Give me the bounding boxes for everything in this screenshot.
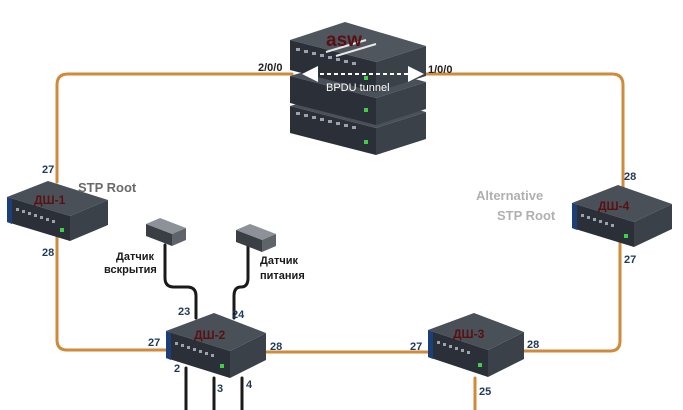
asw-unit-3-side	[376, 112, 426, 155]
sensor-device-icon	[146, 218, 186, 234]
dsh2-name: ДШ-2	[194, 328, 226, 342]
dsh2-port-left: 27	[148, 337, 160, 349]
dsh1-port-up: 27	[42, 164, 54, 176]
dsh4-port-up: 28	[624, 171, 636, 183]
dsh1-side	[70, 200, 108, 241]
dsh3-port-left: 27	[410, 341, 422, 353]
switch-dsh4[interactable]: ДШ-4	[572, 185, 672, 247]
asw-port-right: 1/0/0	[428, 64, 452, 76]
dsh2-port-3: 3	[217, 383, 223, 395]
link-dsh3-dsh4	[518, 240, 622, 353]
sensor-power-line2: питания	[260, 270, 305, 282]
dsh2-port-right: 28	[270, 341, 282, 353]
dsh4-port-dots	[581, 214, 614, 227]
dsh2-front	[166, 331, 230, 378]
sensor-power-front	[236, 230, 262, 252]
dsh2-edge	[166, 331, 171, 360]
dsh2-port-4: 4	[246, 379, 253, 391]
dsh1-name: ДШ-1	[34, 193, 66, 207]
dsh1-port-down: 28	[42, 247, 54, 259]
asw-unit-3-front	[290, 106, 376, 155]
dsh4-top	[572, 185, 672, 222]
sensor-open-side	[172, 228, 186, 246]
dsh1-led	[60, 228, 64, 232]
dsh3-led	[478, 363, 482, 367]
dsh4-port-down: 27	[624, 254, 636, 266]
dsh4-side	[634, 204, 672, 247]
link-dsh1-dsh2	[55, 230, 170, 352]
asw-unit-2-side	[376, 82, 426, 125]
sensor-open-line1: Датчик	[116, 251, 154, 263]
dsh4-role-line1: Alternative	[476, 188, 543, 203]
cable-sensor-open	[163, 243, 198, 320]
sensor-cables	[163, 243, 250, 410]
dsh4-led	[624, 234, 628, 238]
dsh4-edge	[572, 203, 577, 230]
dsh3-port-down: 25	[479, 386, 491, 398]
sensor-open-line2: вскрытия	[104, 264, 157, 276]
sensor-power-device[interactable]	[236, 224, 276, 252]
asw-unit-2-front	[290, 76, 376, 125]
dsh3-top	[428, 313, 524, 350]
dsh1-role: STP Root	[78, 180, 137, 195]
dsh3-front	[428, 330, 488, 377]
asw-label: asw	[326, 30, 362, 51]
dsh2-side	[230, 333, 266, 378]
sensor-open-front	[146, 224, 172, 246]
dsh3-edge	[428, 330, 433, 359]
asw-port-left: 2/0/0	[258, 62, 282, 74]
dsh3-port-dots	[437, 341, 470, 354]
asw-port-dots	[296, 48, 356, 129]
dsh1-port-dots	[16, 208, 55, 223]
dsh1-front	[7, 197, 70, 241]
bpdu-tunnel-label: BPDU tunnel	[326, 82, 390, 94]
sensor-open-device[interactable]	[146, 218, 186, 246]
dsh2-led	[220, 364, 224, 368]
switch-asw[interactable]: asw BPDU tunnel	[290, 22, 426, 155]
sensor-power-line1: Датчик	[260, 255, 298, 267]
dsh2-port-dots	[175, 342, 214, 357]
dsh2-port-24: 24	[232, 309, 245, 321]
asw-switching-arrows-icon	[325, 39, 377, 57]
sensor-power-side	[262, 234, 276, 252]
ring-links	[55, 72, 625, 410]
dsh1-edge	[7, 197, 12, 224]
sensor-device-icon	[236, 224, 276, 240]
switch-dsh2[interactable]: ДШ-2	[166, 313, 266, 378]
dsh3-side	[488, 332, 524, 377]
dsh4-name: ДШ-4	[598, 199, 630, 213]
dsh3-port-right: 28	[527, 339, 539, 351]
link-asw-dsh4	[423, 72, 625, 194]
link-asw-dsh1	[55, 72, 294, 184]
dsh1-top	[7, 181, 108, 216]
dsh2-port-23: 23	[178, 306, 190, 318]
dsh4-front	[572, 203, 634, 247]
dsh2-top	[166, 313, 266, 351]
switch-dsh3[interactable]: ДШ-3	[428, 313, 524, 377]
dsh3-name: ДШ-3	[453, 327, 485, 341]
cable-sensor-power	[232, 243, 250, 320]
dsh4-role-line2: STP Root	[497, 208, 556, 223]
dsh2-port-2: 2	[174, 363, 180, 375]
switch-dsh1[interactable]: ДШ-1	[7, 181, 108, 241]
